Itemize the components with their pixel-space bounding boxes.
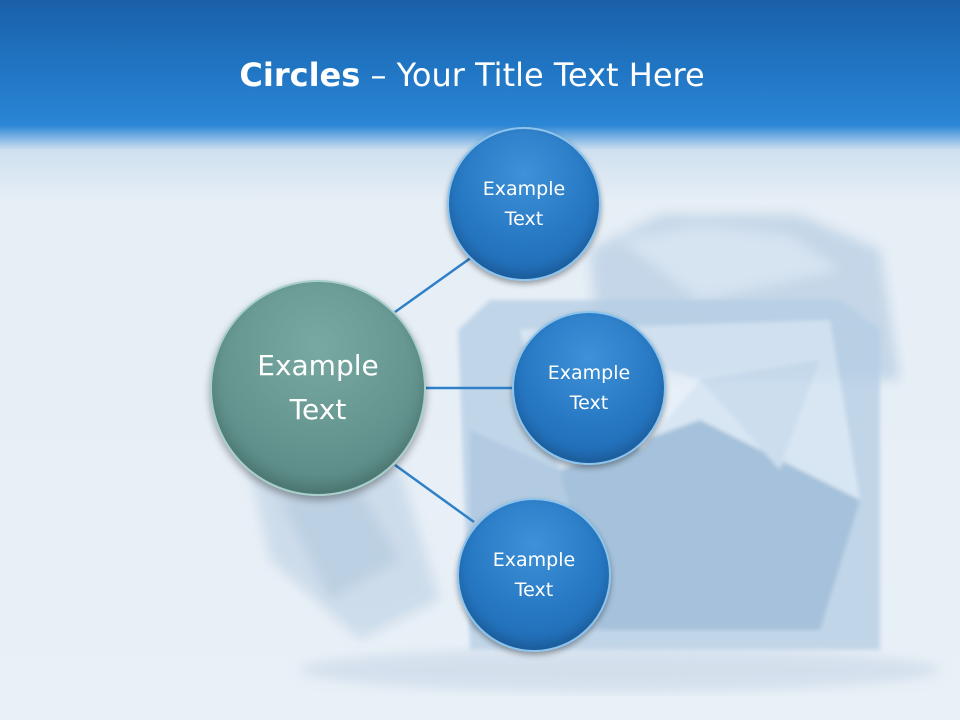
node-circle-top[interactable]: Example Text (447, 127, 601, 281)
slide-title: Circles – Your Title Text Here (0, 50, 944, 100)
center-circle-label: Example Text (257, 349, 379, 426)
connector-line-bottom (394, 463, 475, 524)
node-circle-label: Example Text (547, 362, 631, 414)
node-circle-bottom[interactable]: Example Text (457, 498, 611, 652)
slide-title-rest: – Your Title Text Here (360, 56, 705, 94)
slide-title-bold: Circles (239, 56, 361, 94)
node-circle-middle[interactable]: Example Text (512, 311, 666, 465)
center-circle[interactable]: Example Text (210, 280, 426, 496)
node-circle-label: Example Text (492, 549, 576, 601)
connector-line-top (394, 255, 473, 314)
node-circle-label: Example Text (482, 178, 566, 230)
